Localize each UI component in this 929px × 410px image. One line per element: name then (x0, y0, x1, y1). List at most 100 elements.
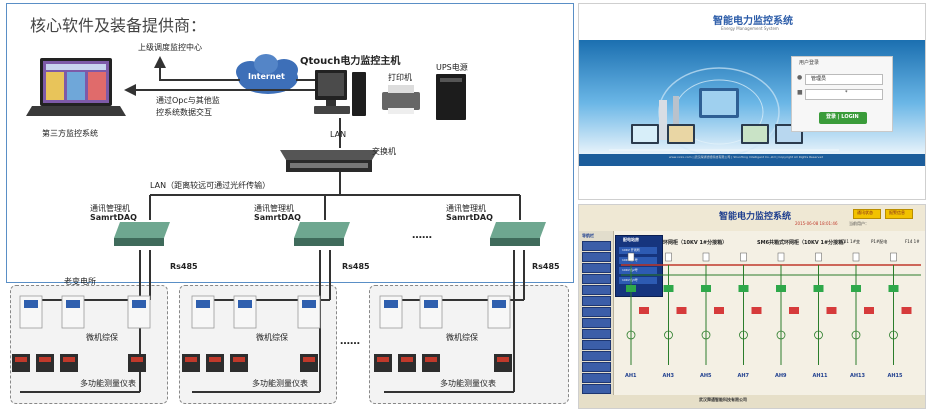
cabinet-label: AH7 (738, 373, 750, 379)
cabinet-label: AH15 (888, 373, 904, 379)
breaker-red (864, 307, 874, 314)
breaker-green (813, 285, 824, 292)
internet-label: Internet (248, 72, 285, 81)
ups-label: UPS电源 (436, 63, 468, 72)
station-popup (615, 235, 663, 297)
comm-manager-1-label: 通讯管理机 (90, 204, 130, 213)
host-label: Qtouch电力监控主机 (300, 56, 401, 67)
meter-box (702, 252, 710, 262)
sidebar-item[interactable] (582, 241, 611, 251)
comm-model-3-label: SamrtDAQ (446, 213, 493, 222)
popup-item-1[interactable] (619, 247, 657, 254)
comm-manager-3-label: 通讯管理机 (446, 204, 486, 213)
sidebar-item[interactable] (582, 252, 611, 262)
sidebar-item[interactable] (582, 263, 611, 273)
host-computer-icon (314, 70, 366, 116)
popup-item-2[interactable] (619, 257, 657, 264)
breaker-green (738, 285, 749, 292)
query-button[interactable] (853, 209, 881, 219)
right-label-2: P1#配电 (871, 239, 888, 244)
line2-label: SM6共箱式环网柜（10KV 1#分接箱） (757, 240, 849, 246)
breaker-red (901, 307, 912, 314)
system-diagram (6, 3, 574, 283)
cabinet-label: AH11 (813, 373, 829, 379)
ups-icon (436, 74, 466, 120)
meter-label-3: 多功能测量仪表 (440, 379, 496, 388)
laptop-icon (26, 58, 126, 116)
login-subtitle: Energy Management System (721, 26, 779, 31)
network-switch-icon (280, 150, 378, 172)
popup-item-3-label: 10KV站2号 (622, 268, 638, 272)
meter-box (627, 252, 635, 262)
scada-status: 当前用户： (849, 221, 869, 226)
breaker-red (826, 307, 837, 314)
sidebar-item[interactable] (582, 307, 611, 317)
ct-symbol (851, 330, 861, 340)
internet-cloud-icon (236, 54, 298, 94)
right-label-3: F14 1# (905, 239, 920, 244)
alarm-button[interactable] (885, 209, 913, 219)
popup-item-3[interactable] (619, 267, 657, 274)
protection-label-3: 微机综保 (446, 333, 478, 342)
breaker-red (676, 307, 687, 314)
comm-manager-2-label: 通讯管理机 (254, 204, 294, 213)
login-screenshot: 智能电力监控系统 Energy Management System 用户登录 管… (578, 3, 926, 200)
sidebar-item[interactable] (582, 329, 611, 339)
scada-datetime: 2015-06-08 18:01:46 (795, 221, 838, 226)
line1-label: 环网柜（10KV 1#分接箱） (663, 240, 728, 246)
sidebar-item[interactable] (582, 274, 611, 284)
comm-model-2-label: SamrtDAQ (254, 213, 301, 222)
sidebar-item[interactable] (582, 318, 611, 328)
breaker-green (626, 285, 636, 292)
ellipsis-label-2: …… (340, 336, 360, 347)
sidebar-item[interactable] (582, 296, 611, 306)
breaker-green (888, 285, 899, 292)
login-footer: www.xxxx.com | 武汉舜通智能科技有限公司 | ShunTong I… (669, 155, 824, 159)
cabinet-label: AH1 (625, 373, 637, 379)
scada-title: 智能电力监控系统 (719, 212, 792, 222)
scada-footer: 武汉舜通智能科技有限公司 (699, 397, 747, 402)
ct-symbol (739, 330, 748, 340)
login-banner-graphics (609, 67, 839, 154)
login-button[interactable] (819, 112, 867, 124)
cabinet-label: AH13 (850, 373, 866, 379)
rs485-label-3: Rs485 (532, 262, 560, 271)
breaker-red (714, 307, 724, 314)
username-input[interactable] (805, 74, 883, 85)
rs485-label-1: Rs485 (170, 262, 198, 271)
sidebar-item[interactable] (582, 384, 611, 394)
login-title: 智能电力监控系统 (713, 16, 793, 27)
comm-manager-3-icon (490, 222, 546, 246)
breaker-green (701, 285, 711, 292)
cabinet-label: AH5 (700, 373, 712, 379)
sidebar-header: 导航栏 (582, 233, 594, 238)
ct-symbol (889, 330, 898, 340)
printer-label: 打印机 (388, 73, 412, 82)
ct-symbol (664, 330, 673, 340)
popup-item-1-label: 10KV 开闭所 (622, 248, 640, 252)
ct-symbol (701, 330, 711, 340)
comm-manager-1-icon (114, 222, 170, 246)
ct-symbol (814, 330, 823, 340)
sidebar-item[interactable] (582, 362, 611, 372)
sidebar-item[interactable] (582, 373, 611, 383)
alarm-button-label: 报警信息 (889, 210, 905, 215)
diagram-graphics (12, 54, 546, 393)
meter-box (890, 252, 897, 262)
meter-label-2: 多功能测量仪表 (252, 379, 308, 388)
cabinet-label: AH9 (775, 373, 787, 379)
comm-manager-2-icon (294, 222, 350, 246)
breaker-red (639, 307, 649, 314)
ct-symbol (776, 330, 786, 340)
sidebar-item[interactable] (582, 351, 611, 361)
single-line-diagram: AH1 AH3 AH5 AH7 AH9 AH11 AH13 AH15 (621, 252, 921, 379)
breaker-red (751, 307, 762, 314)
password-input[interactable] (805, 89, 883, 100)
sidebar-item[interactable] (582, 285, 611, 295)
popup-item-4[interactable] (619, 277, 657, 284)
third-party-label: 第三方监控系统 (42, 129, 98, 138)
cabinet-label: AH3 (663, 373, 675, 379)
login-box-title: 用户登录 (799, 60, 820, 66)
sidebar-item[interactable] (582, 340, 611, 350)
user-icon: ● (797, 74, 803, 81)
